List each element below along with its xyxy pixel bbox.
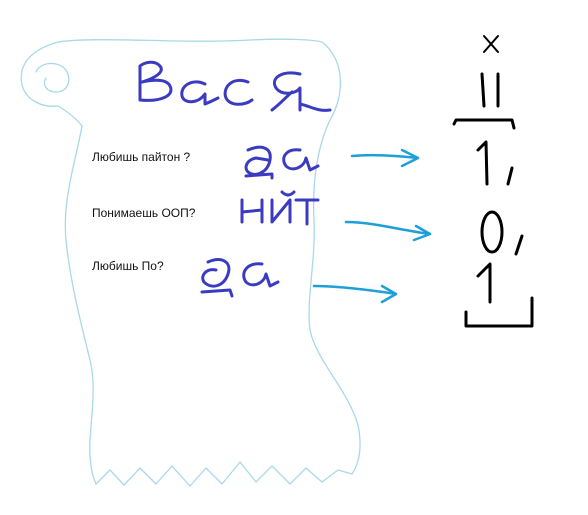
handwritten-answer-1 — [244, 145, 320, 180]
vector-equals-sign — [480, 72, 500, 108]
handwritten-answer-2 — [240, 190, 320, 226]
arrow-2 — [344, 220, 432, 242]
vector-right-bracket — [464, 296, 534, 328]
vector-value-2 — [480, 210, 524, 256]
vector-variable — [483, 35, 499, 53]
vector-left-bracket — [452, 118, 516, 130]
question-3: Любишь По? — [92, 259, 164, 273]
question-1: Любишь пайтон ? — [92, 150, 191, 164]
handwritten-name — [138, 60, 332, 112]
question-2: Понимаешь ООП? — [92, 206, 196, 220]
handwritten-answer-3 — [200, 258, 280, 298]
arrow-3 — [312, 284, 398, 304]
vector-value-1 — [476, 140, 514, 186]
vector-value-3 — [476, 262, 492, 304]
arrow-1 — [350, 148, 420, 168]
scroll-outline — [20, 38, 361, 487]
